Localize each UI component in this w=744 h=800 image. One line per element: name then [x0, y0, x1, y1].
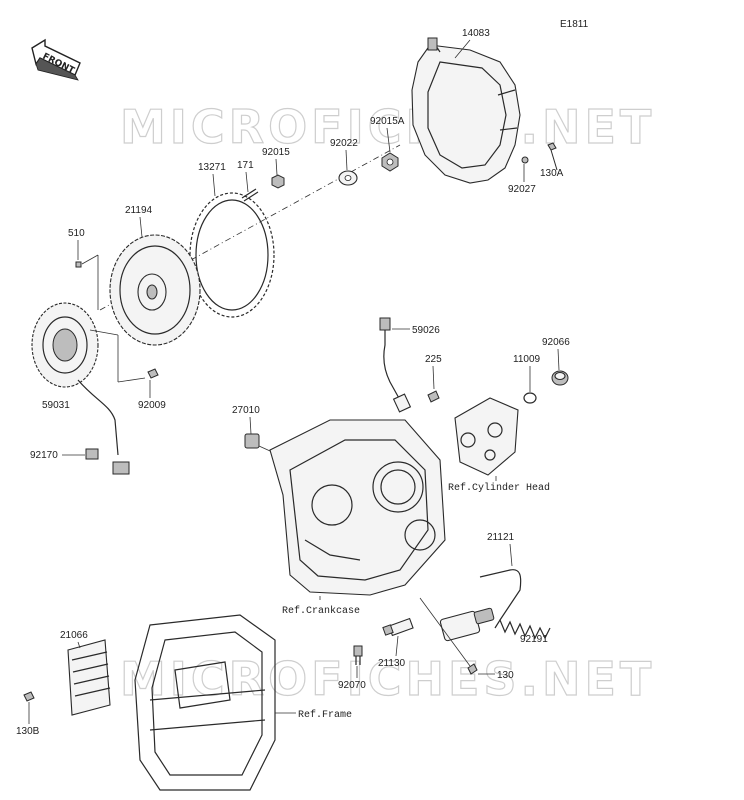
- label-59031: 59031: [42, 400, 70, 411]
- label-130A: 130A: [540, 168, 564, 179]
- label-92022: 92022: [330, 138, 358, 149]
- sensor-59026: [379, 317, 412, 413]
- watermark-top: MICROFICHES.NET: [120, 100, 655, 154]
- pin-92027: [521, 156, 529, 164]
- label-21121: 21121: [487, 532, 515, 543]
- label-130B: 130B: [16, 726, 40, 737]
- label-21066: 21066: [60, 630, 88, 641]
- frame: [134, 614, 276, 791]
- ignition-coil: [439, 569, 522, 642]
- label-92191: 92191: [520, 634, 548, 645]
- label-11009: 11009: [513, 354, 541, 365]
- bolt-225: [427, 390, 440, 403]
- label-92009: 92009: [138, 400, 166, 411]
- label-171: 171: [237, 160, 254, 171]
- screw-92009: [147, 368, 159, 379]
- bolt-130: [467, 663, 478, 675]
- label-92015: 92015: [262, 147, 290, 158]
- label-92170: 92170: [30, 450, 58, 461]
- label-21130: 21130: [378, 658, 406, 669]
- flywheel-cover: [411, 37, 521, 184]
- regulator-21066: [67, 639, 111, 716]
- label-92066: 92066: [542, 337, 570, 348]
- flywheel: [109, 234, 201, 346]
- key-510: [75, 261, 82, 268]
- label-59026: 59026: [412, 325, 440, 336]
- crankcase: [269, 419, 446, 596]
- label-92015A: 92015A: [370, 116, 405, 127]
- stator: [31, 302, 130, 475]
- label-225: 225: [425, 354, 442, 365]
- gasket-11009: [523, 392, 537, 404]
- label-14083: 14083: [462, 28, 490, 39]
- ref-crankcase: Ref.Crankcase: [282, 605, 360, 617]
- label-21194: 21194: [125, 205, 153, 216]
- diagram-code: E1811: [560, 19, 589, 30]
- cylinder-head: [454, 397, 519, 476]
- part-92070: [353, 645, 363, 665]
- label-92027: 92027: [508, 184, 536, 195]
- label-13271: 13271: [198, 162, 226, 173]
- front-arrow-icon: FRONT: [31, 38, 81, 81]
- bolt-130B: [23, 691, 35, 702]
- clamp-92170: [85, 448, 99, 460]
- ref-frame: Ref.Frame: [298, 709, 352, 721]
- spring-92191: [494, 618, 551, 640]
- ring-gear: [189, 192, 275, 318]
- label-27010: 27010: [232, 405, 260, 416]
- bolt-130A: [547, 142, 558, 171]
- label-510: 510: [68, 228, 85, 239]
- stud-171: [241, 188, 259, 202]
- watermark-bottom: MICROFICHES.NET: [120, 652, 655, 706]
- label-92070: 92070: [338, 680, 366, 691]
- nut-92015: [271, 174, 285, 189]
- ref-cylinder-head: Ref.Cylinder Head: [448, 482, 550, 494]
- plug-92066: [551, 370, 569, 386]
- label-130: 130: [497, 670, 514, 681]
- plug-cap-21130: [382, 617, 414, 637]
